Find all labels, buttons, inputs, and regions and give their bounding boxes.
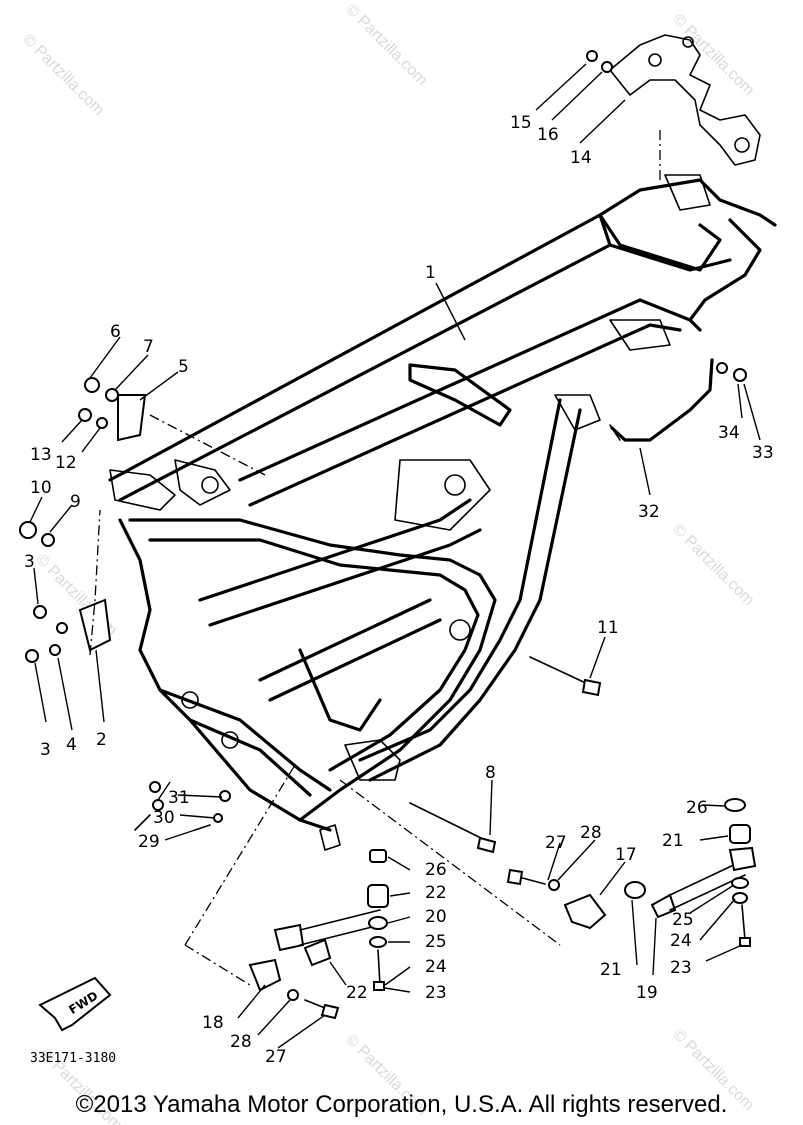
callout-31: 31 bbox=[168, 788, 190, 808]
watermark: © Partzilla.com bbox=[342, 1, 430, 89]
left-engine-mount bbox=[184, 764, 389, 1020]
callout-22: 22 bbox=[346, 983, 368, 1003]
callout-22: 22 bbox=[425, 883, 447, 903]
fwd-arrow-icon: FWD bbox=[38, 976, 112, 1032]
callout-10: 10 bbox=[30, 478, 52, 498]
callout-27: 27 bbox=[545, 833, 567, 853]
callout-29: 29 bbox=[138, 832, 160, 852]
main-frame bbox=[108, 174, 777, 851]
callout-13: 13 bbox=[30, 445, 52, 465]
watermark: © Partzilla.com bbox=[669, 11, 757, 99]
long-bolts bbox=[409, 656, 602, 854]
callout-32: 32 bbox=[638, 502, 660, 522]
callout-23: 23 bbox=[670, 958, 692, 978]
callout-7: 7 bbox=[143, 337, 154, 357]
callout-21: 21 bbox=[662, 831, 684, 851]
top-bracket-part-14 bbox=[586, 34, 761, 166]
callout-18: 18 bbox=[202, 1013, 224, 1033]
watermarks: © Partzilla.com © Partzilla.com © Partzi… bbox=[19, 1, 757, 1125]
callout-3: 3 bbox=[40, 740, 51, 760]
callout-1: 1 bbox=[425, 263, 436, 283]
callout-17: 17 bbox=[615, 845, 637, 865]
callout-2: 2 bbox=[96, 730, 107, 750]
callout-28: 28 bbox=[580, 823, 602, 843]
callout-24: 24 bbox=[425, 957, 447, 977]
callout-20: 20 bbox=[425, 907, 447, 927]
callout-19: 19 bbox=[636, 983, 658, 1003]
callout-21: 21 bbox=[600, 960, 622, 980]
callout-numbers: 1 2 3 3 4 5 6 7 8 9 10 11 12 13 14 15 16… bbox=[24, 113, 774, 1067]
copyright-notice: ©2013 Yamaha Motor Corporation, U.S.A. A… bbox=[75, 1091, 728, 1118]
lower-left-hardware bbox=[134, 781, 231, 831]
callout-9: 9 bbox=[70, 492, 81, 512]
callout-28: 28 bbox=[230, 1032, 252, 1052]
callout-16: 16 bbox=[537, 125, 559, 145]
left-front-hardware bbox=[19, 377, 147, 663]
callout-26: 26 bbox=[686, 798, 708, 818]
rear-pipe-part-32 bbox=[609, 358, 747, 442]
right-engine-mount bbox=[339, 779, 757, 947]
callout-25: 25 bbox=[425, 932, 447, 952]
callout-24: 24 bbox=[670, 931, 692, 951]
callout-12: 12 bbox=[55, 453, 77, 473]
callout-34: 34 bbox=[718, 423, 740, 443]
assembly-leaders bbox=[89, 130, 661, 656]
callout-33: 33 bbox=[752, 443, 774, 463]
callout-6: 6 bbox=[110, 322, 121, 342]
callout-5: 5 bbox=[178, 357, 189, 377]
reference-code: 33E171-3180 bbox=[30, 1051, 116, 1066]
callout-23: 23 bbox=[425, 983, 447, 1003]
watermark: © Partzilla.com bbox=[19, 31, 107, 119]
callout-3: 3 bbox=[24, 552, 35, 572]
callout-30: 30 bbox=[153, 808, 175, 828]
callout-4: 4 bbox=[66, 735, 77, 755]
callout-15: 15 bbox=[510, 113, 532, 133]
callout-27: 27 bbox=[265, 1047, 287, 1067]
callout-25: 25 bbox=[672, 910, 694, 930]
callout-26: 26 bbox=[425, 860, 447, 880]
callout-8: 8 bbox=[485, 763, 496, 783]
callout-leaders bbox=[29, 63, 761, 1049]
callout-14: 14 bbox=[570, 148, 592, 168]
watermark: © Partzilla.com bbox=[669, 521, 757, 609]
callout-11: 11 bbox=[597, 618, 619, 638]
